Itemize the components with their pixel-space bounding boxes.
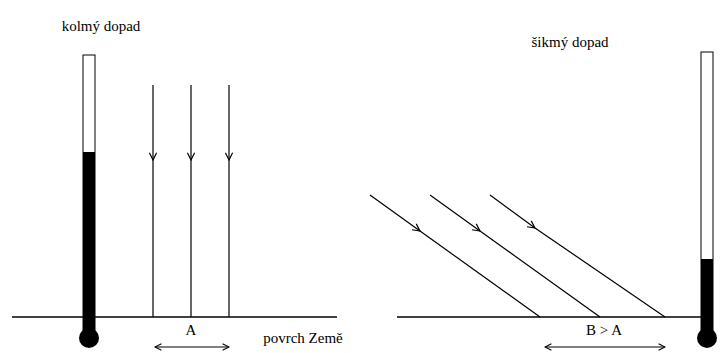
sun-ray (153, 85, 229, 317)
ground-line (12, 316, 337, 318)
thermometer (79, 55, 99, 348)
width-arrow (155, 346, 229, 347)
width-arrow (545, 346, 665, 347)
thermometer (697, 52, 717, 348)
figure-heading: kolmý dopad (62, 18, 141, 35)
figure-heading: šikmý dopad (531, 34, 608, 51)
sun-ray (370, 195, 665, 317)
dimension-label: A (186, 322, 197, 339)
surface-label: povrch Země (263, 330, 343, 347)
dimension-label: B > A (586, 322, 622, 339)
